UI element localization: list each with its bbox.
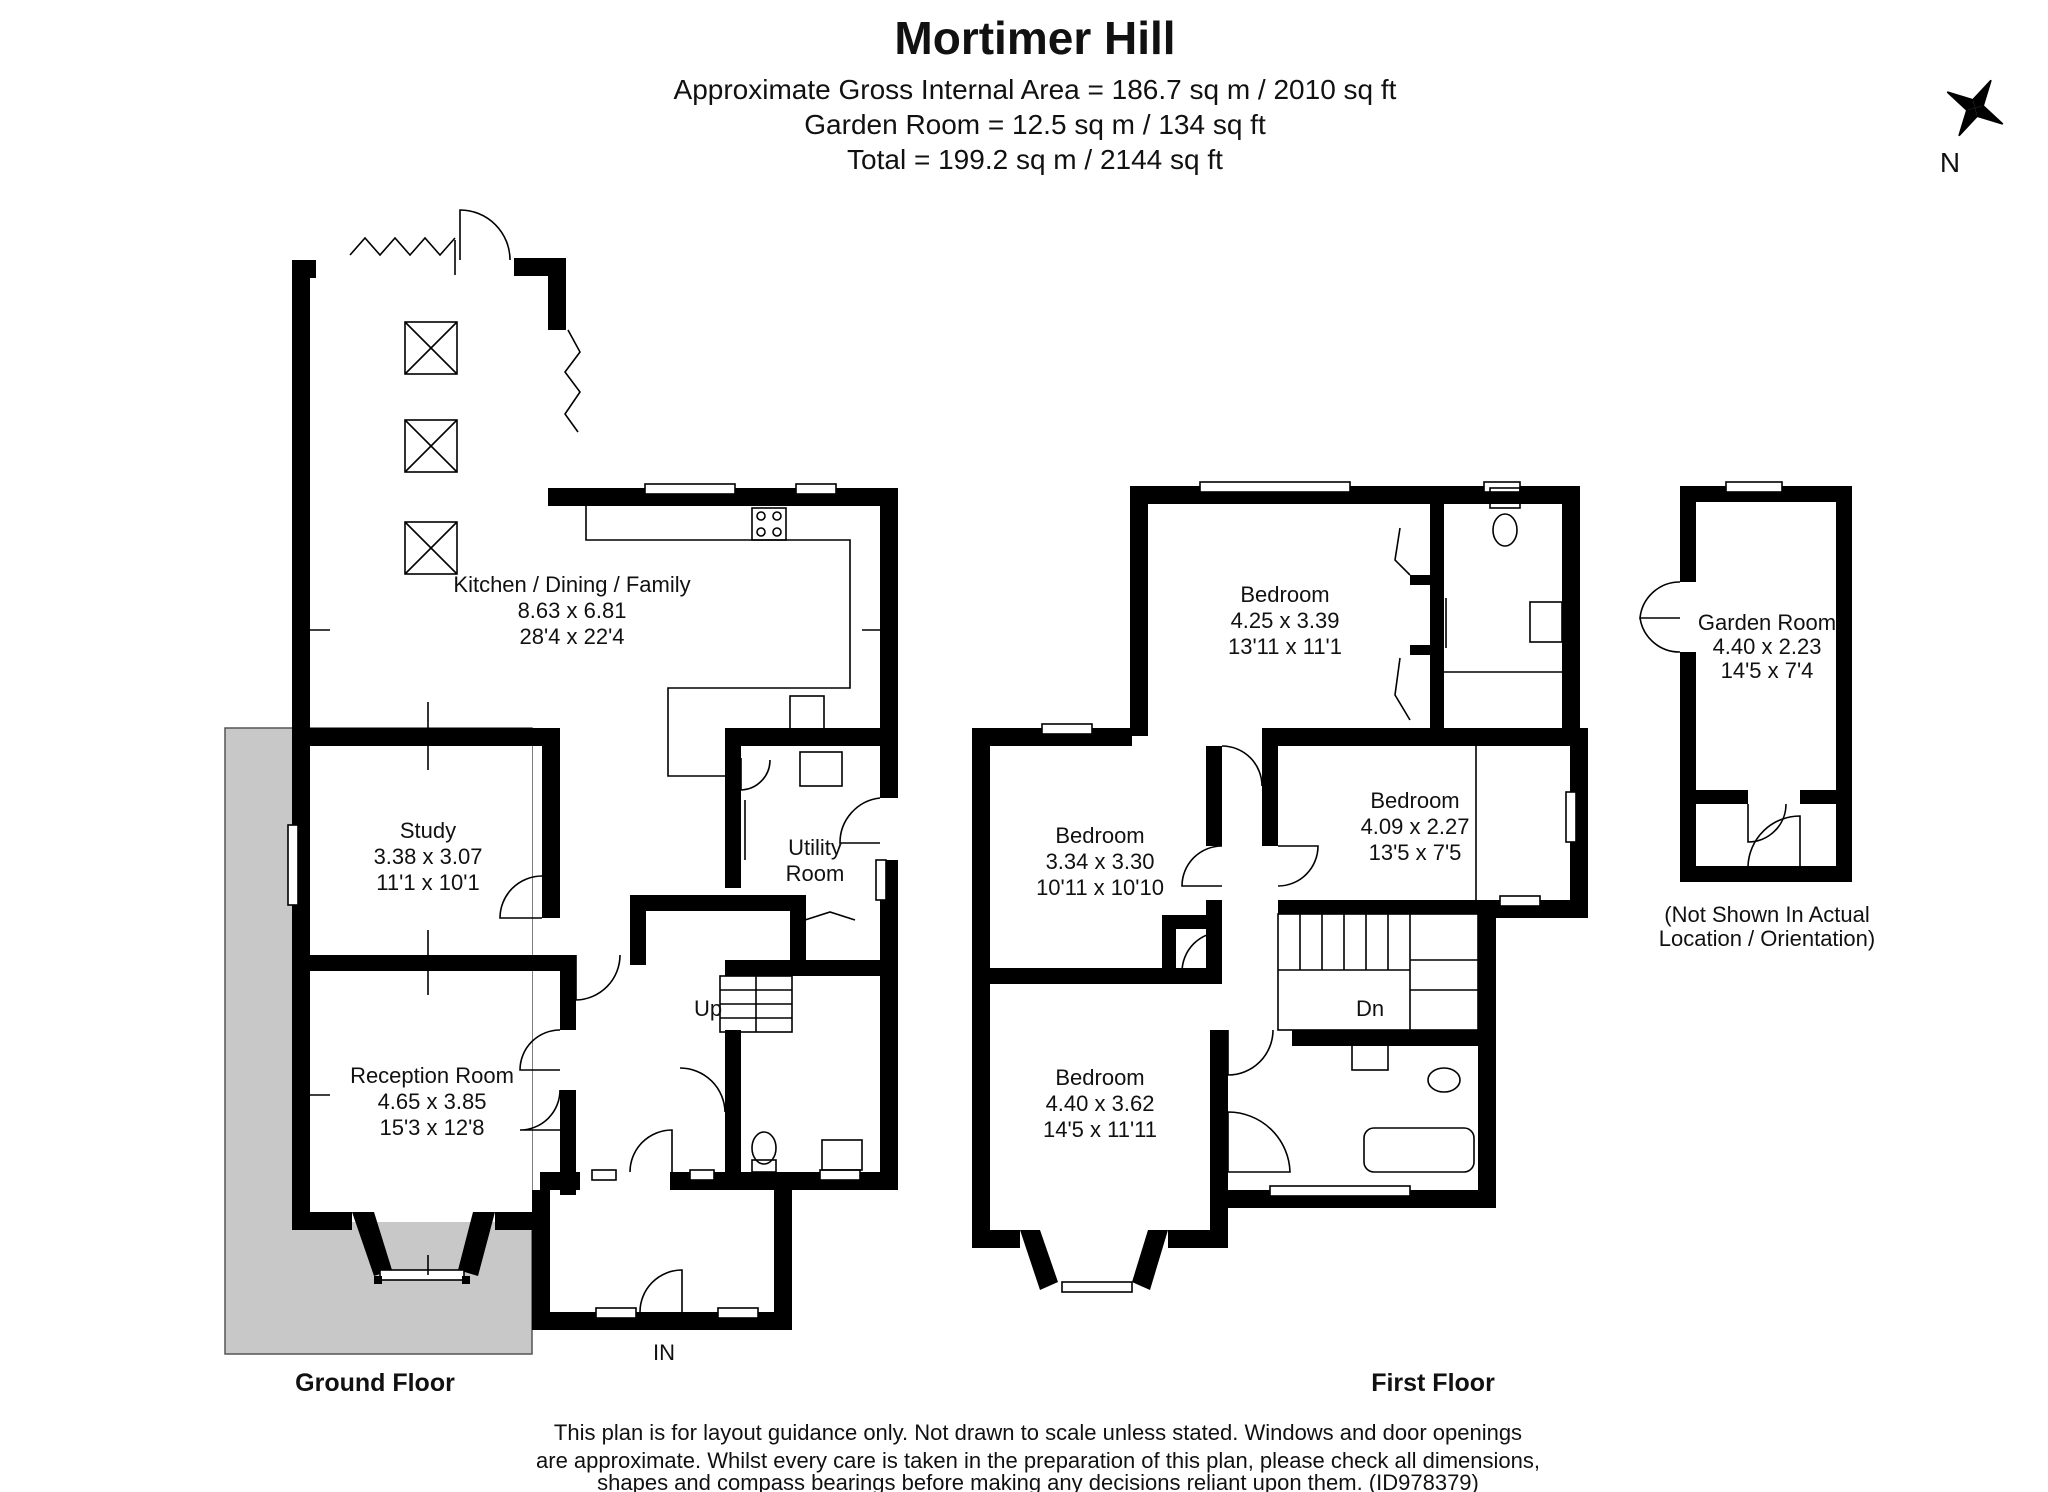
- compass-north-icon: [1946, 79, 2004, 137]
- shower-icon: [1227, 1111, 1291, 1173]
- ground-floor-label: Ground Floor: [295, 1369, 455, 1397]
- stairs-up: [719, 975, 793, 1033]
- first-floor-label: First Floor: [1371, 1369, 1495, 1397]
- room-bed2-imperial: 10'11 x 10'10: [1036, 875, 1164, 900]
- garden-room-note-2: Location / Orientation): [1659, 926, 1875, 951]
- room-reception-imperial: 15'3 x 12'8: [379, 1115, 484, 1140]
- garden-room-note-1: (Not Shown In Actual: [1664, 902, 1869, 927]
- hob-icon: [751, 507, 787, 541]
- garden-room-plan: Garden Room 4.40 x 2.23 14'5 x 7'4 (Not …: [1639, 481, 1875, 951]
- ground-floor-plan: Kitchen / Dining / Family 8.63 x 6.81 28…: [224, 209, 898, 1397]
- room-bed3-name: Bedroom: [1370, 788, 1459, 813]
- room-garden-metric: 4.40 x 2.23: [1713, 634, 1822, 659]
- room-study-name: Study: [400, 818, 456, 843]
- kitchen-sink-icon: [789, 695, 825, 731]
- disclaimer-line-2: are approximate. Whilst every care is ta…: [536, 1448, 1540, 1473]
- room-utility-name: Utility: [788, 835, 842, 860]
- room-study-imperial: 11'1 x 10'1: [376, 870, 479, 895]
- bathtub-icon: [1363, 1127, 1475, 1173]
- first-floor-plan: Bedroom 4.25 x 3.39 13'11 x 11'1 Bedroom…: [972, 481, 1588, 1397]
- room-kitchen-imperial: 28'4 x 22'4: [519, 624, 624, 649]
- toilet-icon: [751, 1131, 777, 1165]
- room-bed2-metric: 3.34 x 3.30: [1046, 849, 1155, 874]
- room-garden-imperial: 14'5 x 7'4: [1721, 658, 1814, 683]
- area-line-garden: Garden Room = 12.5 sq m / 134 sq ft: [804, 109, 1266, 140]
- room-kitchen-metric: 8.63 x 6.81: [518, 598, 627, 623]
- area-line-total: Total = 199.2 sq m / 2144 sq ft: [847, 144, 1223, 175]
- ensuite-toilet-icon: [1492, 513, 1518, 547]
- compass-label: N: [1940, 147, 1960, 178]
- ensuite-basin-icon: [1529, 601, 1563, 643]
- entrance-label: IN: [653, 1340, 675, 1365]
- disclaimer-line-1: This plan is for layout guidance only. N…: [554, 1420, 1522, 1445]
- room-bed1-metric: 4.25 x 3.39: [1231, 608, 1340, 633]
- stairs-down-label: Dn: [1356, 996, 1384, 1021]
- room-bed3-metric: 4.09 x 2.27: [1361, 814, 1470, 839]
- room-reception-metric: 4.65 x 3.85: [378, 1089, 487, 1114]
- room-bed3-imperial: 13'5 x 7'5: [1369, 840, 1462, 865]
- room-reception-name: Reception Room: [350, 1063, 514, 1088]
- room-kitchen-name: Kitchen / Dining / Family: [453, 572, 690, 597]
- room-study-metric: 3.38 x 3.07: [374, 844, 483, 869]
- room-garden-name: Garden Room: [1698, 610, 1836, 635]
- room-utility-name-2: Room: [786, 861, 845, 886]
- stairs-down: [1277, 913, 1479, 1031]
- area-line-gross: Approximate Gross Internal Area = 186.7 …: [674, 74, 1397, 105]
- skylight-2: [404, 419, 458, 473]
- room-bed1-imperial: 13'11 x 11'1: [1228, 634, 1342, 659]
- skylight-1: [404, 321, 458, 375]
- room-bed4-name: Bedroom: [1055, 1065, 1144, 1090]
- plan-title: Mortimer Hill: [894, 12, 1175, 64]
- stairs-up-label: Up: [694, 996, 722, 1021]
- disclaimer-line-3: shapes and compass bearings before makin…: [597, 1470, 1479, 1492]
- bathroom-toilet-icon: [1427, 1067, 1461, 1093]
- room-bed2-name: Bedroom: [1055, 823, 1144, 848]
- bathroom-basin-icon: [1351, 1039, 1389, 1071]
- room-bed4-metric: 4.40 x 3.62: [1046, 1091, 1155, 1116]
- skylight-3: [404, 521, 458, 575]
- utility-sink-icon: [799, 751, 843, 787]
- room-bed1-name: Bedroom: [1240, 582, 1329, 607]
- wc-basin-icon: [821, 1139, 863, 1171]
- room-bed4-imperial: 14'5 x 11'11: [1043, 1117, 1157, 1142]
